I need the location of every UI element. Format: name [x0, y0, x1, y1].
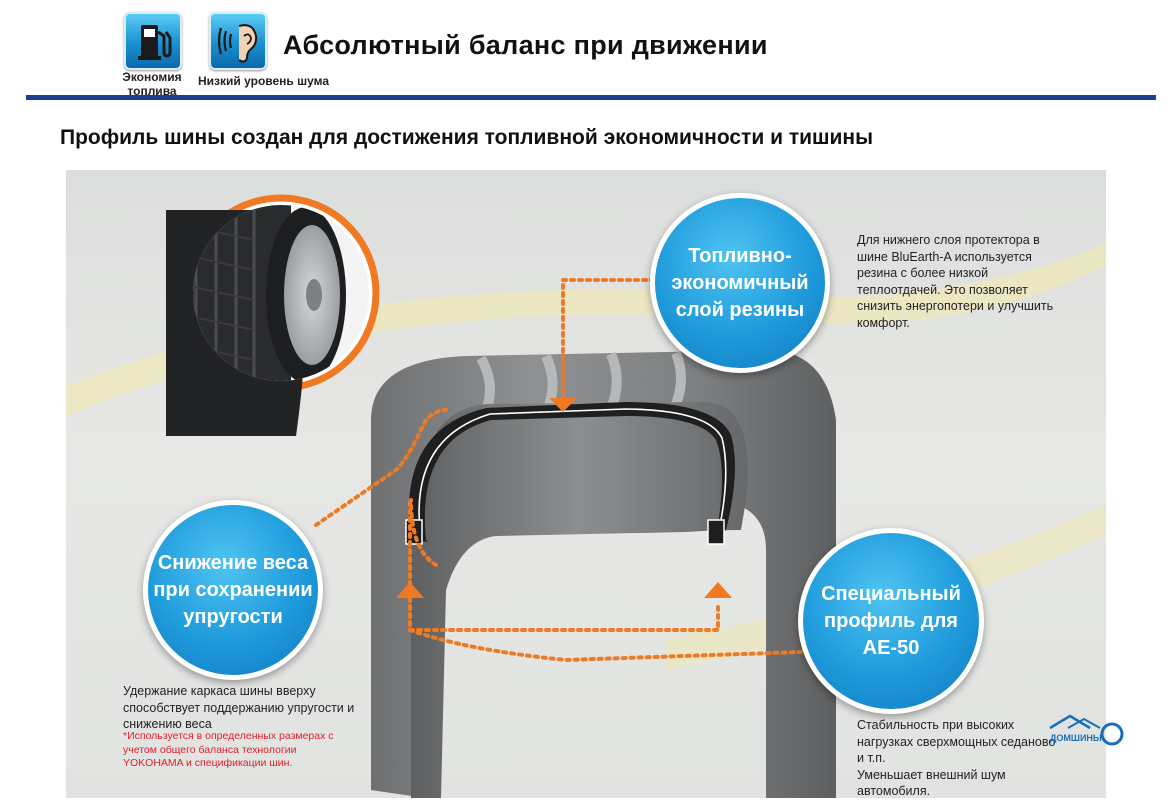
tread-groove [671, 351, 686, 406]
callout-arrow-up-left [396, 582, 424, 598]
right-bead [707, 519, 725, 545]
weight-reduction-bubble: Снижение веса при сохранении упругости [143, 500, 323, 680]
tire-casing-ply [418, 408, 727, 531]
page-title: Абсолютный баланс при движении [283, 30, 768, 60]
low-noise-badge [209, 12, 267, 70]
fuel-layer-note: Для нижнего слоя протектора в шине BluEa… [857, 233, 1054, 330]
ear-sound-icon [217, 24, 258, 63]
special-profile-note: Стабильность при высоких нагрузках сверх… [857, 718, 1056, 798]
page-subtitle: Профиль шины создан для достижения топли… [60, 126, 874, 149]
tire-inner-section [411, 402, 748, 798]
domshiny-logo-text: ДОМШИНЫ [1050, 733, 1102, 743]
tire-casing [408, 402, 735, 542]
special-profile-bubble: Специальный профиль для AE-50 [798, 528, 984, 714]
low-noise-label: Низкий уровень шума [198, 74, 330, 88]
fuel-economy-label-line2: топлива [127, 84, 177, 98]
tread-groove [606, 352, 622, 408]
callout-lines [314, 278, 803, 663]
tire-cross-section-diagram [66, 194, 1106, 798]
fuel-layer-bubble-text: Топливно- экономичный слой резины [671, 244, 809, 321]
fuel-economy-label-line1: Экономия [122, 70, 182, 84]
fuel-economy-label: Экономия топлива [112, 70, 192, 98]
domshiny-logo: ДОМШИНЫ [1049, 714, 1124, 746]
weight-reduction-bubble-text: Снижение веса при сохранении упругости [153, 551, 313, 628]
weight-reduction-footnote: *Используется в определенных размерах с … [123, 730, 334, 769]
fuel-economy-badge [124, 12, 182, 70]
callout-arrow-up-right [704, 582, 732, 598]
weight-reduction-note: Удержание каркаса шины вверху способству… [123, 684, 355, 731]
header-divider [26, 95, 1156, 100]
fuel-pump-icon [138, 25, 172, 60]
tire-photo-content [193, 205, 369, 381]
callout-arrow-down [549, 398, 577, 412]
fuel-layer-bubble: Топливно- экономичный слой резины [650, 193, 830, 373]
special-profile-bubble-text: Специальный профиль для AE-50 [821, 582, 961, 659]
